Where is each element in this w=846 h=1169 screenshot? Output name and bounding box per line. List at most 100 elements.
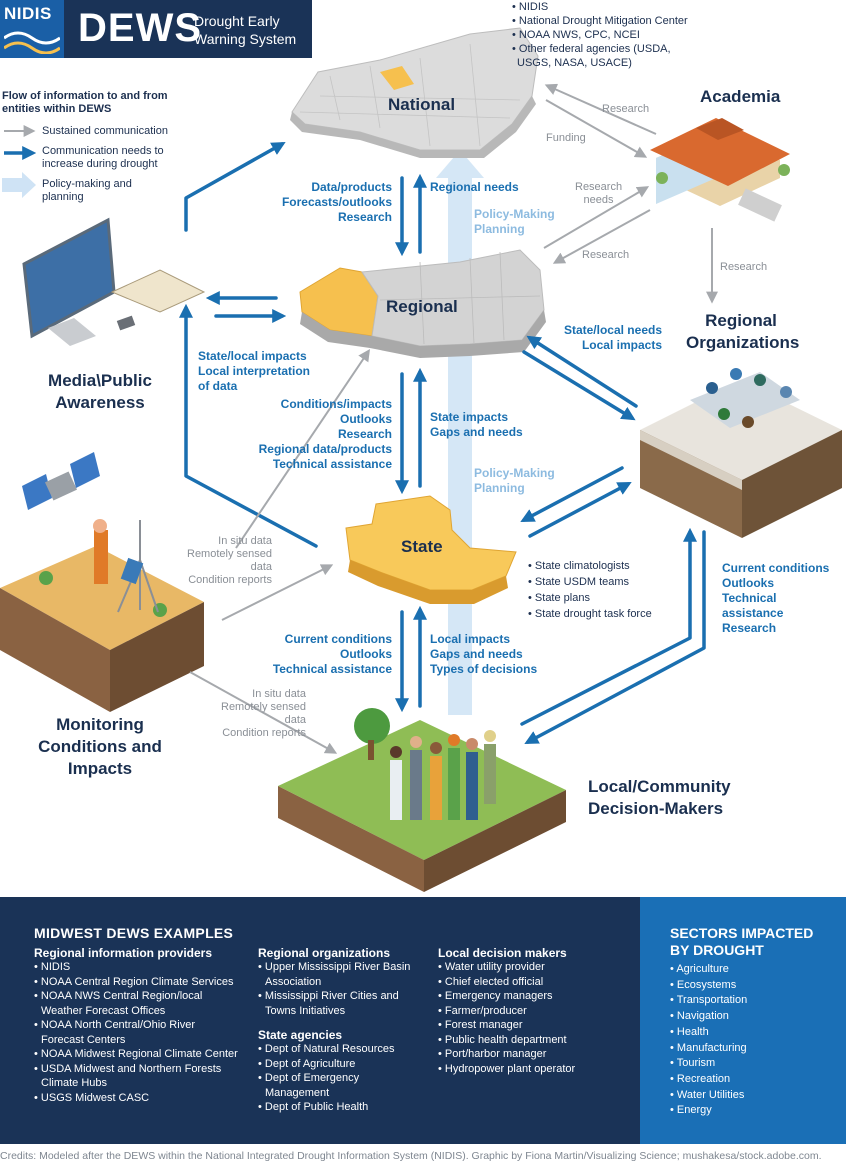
flow-research-2: Research [582, 249, 630, 261]
agencies-heading: State agencies [258, 1028, 343, 1042]
local-heading: Local decision makers [438, 946, 567, 960]
list-item: • NOAA North Central/Ohio River [34, 1019, 195, 1031]
list-item: • Chief elected official [438, 975, 544, 988]
list-item: • Water Utilities [670, 1088, 745, 1101]
state-map [345, 495, 517, 604]
sectors-list: • Agriculture • Ecosystems • Transportat… [670, 962, 747, 1119]
list-item: • Navigation [670, 1010, 729, 1023]
list-item: • NOAA NWS, CPC, NCEI [512, 29, 640, 41]
list-item: • Dept of Agriculture [258, 1057, 356, 1070]
list-item: • Transportation [670, 994, 748, 1007]
list-item: • State plans [528, 592, 590, 604]
list-item: • USGS Midwest CASC [34, 1091, 150, 1104]
academia-building [650, 118, 790, 222]
dews-subtitle-2: Warning System [194, 31, 297, 47]
wave-icon [4, 31, 60, 54]
list-item: • Dept of Public Health [258, 1101, 369, 1113]
national-map [290, 27, 539, 158]
orgs-column: Regional organizations • Upper Mississip… [258, 946, 438, 1115]
state-label: State [401, 537, 443, 556]
flow-national-up: Regional needs [430, 180, 519, 194]
list-item: • NOAA NWS Central Region/local [34, 990, 203, 1002]
credits-text: Credits: Modeled after the DEWS within t… [0, 1150, 822, 1162]
national-label: National [388, 95, 456, 114]
list-item: • Manufacturing [670, 1041, 747, 1054]
orgs-heading: Regional organizations [258, 946, 391, 960]
list-item: • NOAA Midwest Regional Climate Center [34, 1048, 238, 1060]
list-item: • Mississippi River Cities and [258, 990, 399, 1002]
list-item: Climate Hubs [41, 1077, 108, 1089]
list-item: • National Drought Mitigation Center [512, 15, 688, 27]
examples-title: MIDWEST DEWS EXAMPLES [34, 925, 234, 941]
list-item: • Hydropower plant operator [438, 1062, 576, 1075]
list-item: Towns Initiatives [265, 1004, 346, 1017]
providers-column: Regional information providers • NIDIS •… [34, 946, 254, 1105]
list-item: • USDA Midwest and Northern Forests [34, 1062, 222, 1075]
legend-marks [2, 125, 37, 198]
dews-subtitle-1: Drought Early [194, 13, 280, 29]
list-item: • Emergency managers [438, 990, 553, 1002]
list-item: • Health [670, 1025, 709, 1038]
list-item: • Public health department [438, 1033, 567, 1046]
blue-arrows [179, 141, 706, 744]
flow-research-3: Research [720, 261, 768, 273]
list-item: • Farmer/producer [438, 1004, 527, 1017]
list-item: • Upper Mississippi River Basin [258, 961, 411, 973]
list-item: • Forest manager [438, 1019, 523, 1031]
legend-sustained: Sustained communication [42, 125, 168, 137]
examples-panel [0, 897, 640, 1144]
list-item: Forecast Centers [41, 1033, 126, 1046]
providers-heading: Regional information providers [34, 946, 213, 960]
list-item: • State climatologists [528, 560, 630, 572]
media-illustration [22, 217, 206, 346]
dews-title: DEWS [78, 6, 202, 50]
list-item: • Ecosystems [670, 978, 737, 991]
state-list: • State climatologists • State USDM team… [528, 558, 652, 622]
flow-research-1: Research [602, 103, 650, 115]
local-community-block [278, 708, 566, 892]
list-item: • State USDM teams [528, 576, 630, 588]
list-item: • Agriculture [670, 963, 729, 975]
regional-organizations-block [640, 368, 842, 538]
list-item: • Tourism [670, 1057, 716, 1070]
gray-arrows [189, 83, 718, 754]
list-item: Weather Forecast Offices [41, 1004, 166, 1017]
national-providers-list: • NIDIS • National Drought Mitigation Ce… [512, 0, 688, 70]
list-item: • State drought task force [528, 608, 652, 620]
list-item: • Dept of Natural Resources [258, 1043, 395, 1055]
monitoring-block [0, 519, 204, 712]
regional-map [299, 249, 546, 358]
diagram-canvas [0, 27, 842, 892]
regional-label: Regional [386, 297, 458, 316]
list-item: • Energy [670, 1104, 712, 1117]
sectors-panel [640, 897, 846, 1144]
list-item: • NIDIS [34, 961, 71, 973]
list-item: Management [265, 1086, 330, 1099]
nidis-logo [0, 0, 64, 58]
list-item: • Port/harbor manager [438, 1048, 547, 1060]
list-item: • Other federal agencies (USDA, [512, 43, 671, 55]
list-item: Association [265, 975, 322, 988]
list-item: • Water utility provider [438, 961, 545, 973]
local-column: Local decision makers • Water utility pr… [438, 946, 634, 1076]
